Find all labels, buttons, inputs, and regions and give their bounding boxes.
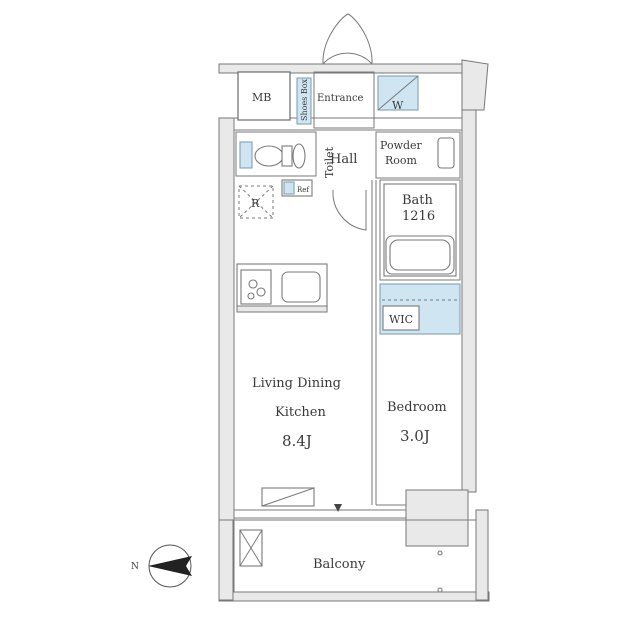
hall-door — [332, 189, 367, 231]
balcony-floor — [233, 519, 477, 593]
balcony-label: Balcony — [313, 557, 366, 572]
vanity — [437, 137, 455, 169]
toilet-bowl — [254, 145, 284, 167]
entrance-door — [322, 52, 373, 65]
balcony-left-wall — [218, 519, 234, 601]
compass: N — [131, 544, 192, 588]
balcony-right-wall — [475, 509, 489, 601]
ref-label: Ref — [297, 186, 310, 194]
r-label: R — [251, 197, 260, 210]
door-marker — [334, 504, 342, 512]
bath-room — [379, 179, 461, 281]
w-label: W — [392, 99, 404, 112]
powder-room — [375, 131, 461, 179]
hall-label: Hall — [330, 152, 357, 167]
toilet-sink — [239, 141, 253, 169]
bedroom-column — [405, 489, 469, 547]
r-space — [238, 185, 274, 219]
wic-label: WIC — [389, 313, 413, 326]
ldk-label-2: Kitchen — [275, 405, 326, 420]
shoes-box — [296, 77, 312, 125]
ldk-label-1: Living Dining — [252, 376, 341, 391]
right-outer-wall — [461, 71, 477, 493]
mb-room — [237, 71, 291, 121]
compass-needle-icon — [148, 556, 192, 576]
bedroom-label: Bedroom — [387, 400, 447, 415]
entrance-area — [313, 71, 375, 129]
powder-room-label-2: Room — [385, 154, 418, 167]
shoes-box-label: Shoes Box — [300, 78, 309, 121]
bath-label-2: 1216 — [402, 209, 435, 224]
ldk-size: 8.4J — [282, 432, 312, 450]
bath-label-1: Bath — [402, 193, 434, 208]
toilet-label: Toilet — [323, 146, 336, 178]
bottom-balcony-rail — [218, 591, 490, 602]
right-top-column — [461, 59, 489, 111]
bedroom-size: 3.0J — [400, 427, 430, 445]
kitchen-sink — [281, 271, 321, 303]
left-outer-wall — [218, 117, 235, 527]
entrance-label: Entrance — [317, 93, 364, 104]
compass-north-label: N — [131, 562, 139, 572]
toilet-room — [235, 131, 317, 177]
toilet-sink-round — [292, 143, 306, 169]
mb-label: MB — [252, 91, 271, 104]
powder-room-label-1: Powder — [380, 139, 423, 152]
